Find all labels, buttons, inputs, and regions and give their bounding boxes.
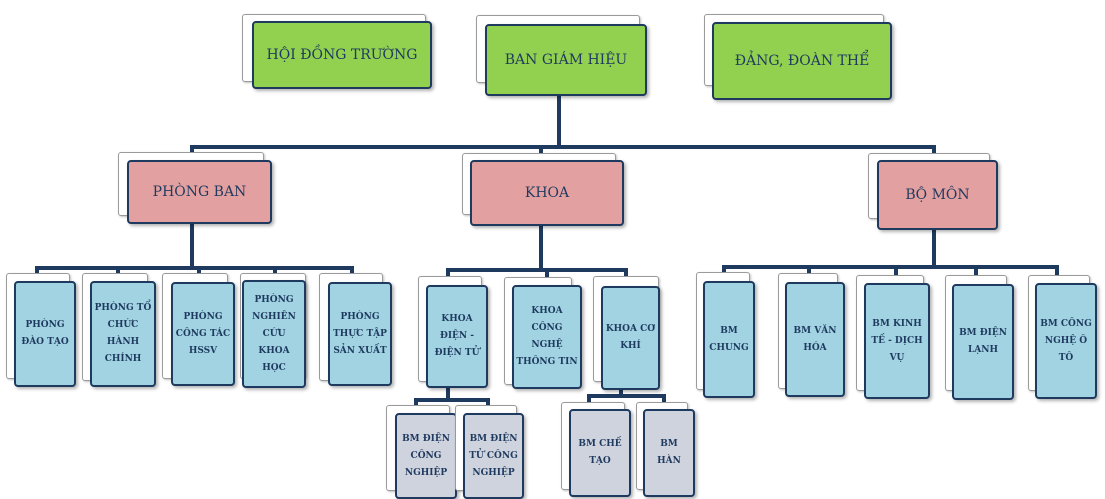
node-bm-che-tao-label: BM CHẾ TẠO [578, 439, 622, 466]
node-bm-dien-cong-nghiep-label: BM ĐIỆN CÔNG NGHIỆP [402, 433, 450, 478]
node-khoa-cong-nghe-thong-tin-label: KHOA CÔNG NGHỆ THÔNG TIN [516, 306, 578, 367]
node-phong-cong-tac-hssv-label: PHÒNG CÔNG TÁC HSSV [175, 311, 231, 356]
node-bm-cong-nghe-o-to-label: BM CÔNG NGHỆ Ô TÔ [1040, 318, 1092, 363]
node-bm-han-label: BM HÀN [657, 439, 681, 466]
node-phong-dao-tao-label: PHÒNG ĐÀO TẠO [21, 320, 69, 347]
node-phong-thuc-tap-san-xuat-label: PHÒNG THỰC TẬP SẢN XUẤT [333, 311, 387, 356]
node-khoa-label: KHOA [524, 185, 570, 201]
node-bm-kinh-te-dich-vu-label: BM KINH TẾ - DỊCH VỤ [871, 318, 923, 363]
node-bo-mon-label: BỘ MÔN [905, 187, 970, 203]
node-phong-nghien-cuu-khoa-hoc-label: PHÒNG NGHIÊN CỨU KHOA HỌC [252, 294, 296, 373]
node-phong-ban-label: PHÒNG BAN [152, 184, 247, 200]
node-bm-dien-lanh-label: BM ĐIỆN LẠNH [959, 328, 1007, 355]
node-khoa-co-khi-label: KHOA CƠ KHÍ [605, 324, 656, 351]
node-bm-chung-label: BM CHUNG [709, 325, 749, 353]
node-phong-to-chuc-hanh-chinh-label: PHÒNG TỔ CHỨC HÀNH CHÍNH [94, 303, 152, 364]
node-bm-van-hoa-label: BM VĂN HÓA [793, 325, 837, 353]
node-hoi-dong-truong-label: HỘI ĐỒNG TRƯỜNG [266, 47, 418, 63]
node-ban-giam-hieu-label: BAN GIÁM HIỆU [504, 52, 628, 68]
node-bm-dien-tu-cong-nghiep-label: BM ĐIỆN TỬ CÔNG NGHIỆP [469, 433, 518, 478]
node-dang-doan-the-label: ĐẢNG, ĐOÀN THỂ [734, 53, 870, 69]
node-khoa-dien-dien-tu-label: KHOA ĐIỆN - ĐIỆN TỬ [434, 314, 480, 358]
